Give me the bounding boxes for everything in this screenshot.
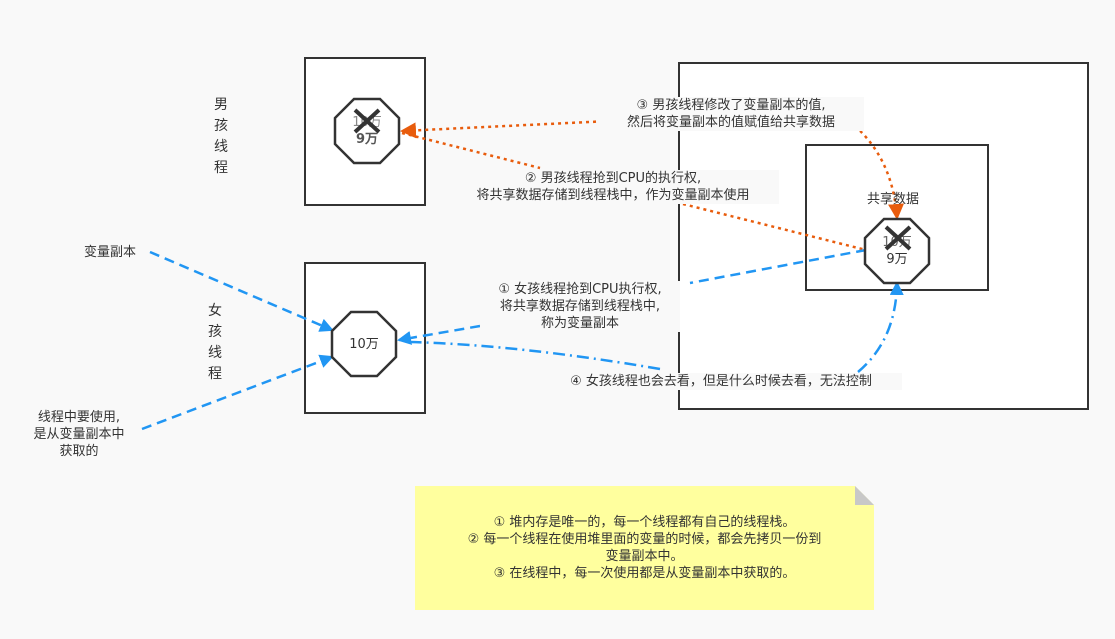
note-line: ② 每一个线程在使用堆里面的变量的时候，都会先拷贝一份到 bbox=[467, 532, 822, 547]
girl-copy-octagon bbox=[330, 310, 398, 378]
step1-arrow bbox=[397, 324, 481, 345]
step4-label: ④ 女孩线程也会去看，但是什么时候去看，无法控制 bbox=[540, 373, 902, 390]
step4-curve-left bbox=[409, 340, 661, 371]
girl-thread-label: 女孩线程 bbox=[208, 303, 222, 382]
step4-arrow-up bbox=[857, 281, 904, 373]
note-line: ① 堆内存是唯一的，每一个线程都有自己的线程栈。 bbox=[493, 515, 796, 530]
x-mark-icon bbox=[353, 108, 381, 134]
step2-label: ② 男孩线程抢到CPU的执行权, 将共享数据存储到线程栈中，作为变量副本使用 bbox=[447, 170, 779, 204]
note-line: 变量副本中。 bbox=[605, 549, 684, 564]
step2-line-lower bbox=[682, 202, 867, 252]
step1-label: ① 女孩线程抢到CPU执行权, 将共享数据存储到线程栈中, 称为变量副本 bbox=[480, 281, 680, 332]
shared-new-value: 9万 bbox=[886, 252, 908, 267]
variable-copy-arrow bbox=[149, 250, 334, 332]
shared-data-octagon bbox=[863, 217, 931, 285]
boy-copy-octagon bbox=[333, 97, 401, 165]
step3-label: ③ 男孩线程修改了变量副本的值, 然后将变量副本的值赋值给共享数据 bbox=[598, 97, 864, 131]
step1-line-upper bbox=[689, 248, 867, 285]
step3-arrow-to-shared bbox=[854, 125, 905, 220]
step3-arrow-to-boy bbox=[400, 119, 611, 139]
usage-arrow bbox=[141, 354, 334, 431]
step2-line-upper bbox=[401, 131, 541, 170]
boy-thread-label: 男孩线程 bbox=[214, 97, 228, 176]
x-mark-icon bbox=[884, 225, 912, 251]
shared-data-label: 共享数据 bbox=[867, 192, 920, 207]
note-line: ③ 在线程中，每一次使用都是从变量副本中获取的。 bbox=[493, 566, 796, 581]
girl-copy-value: 10万 bbox=[349, 337, 379, 352]
summary-note bbox=[415, 486, 874, 610]
boy-new-value: 9万 bbox=[355, 132, 379, 147]
usage-label: 线程中要使用, 是从变量副本中 获取的 bbox=[26, 409, 132, 460]
variable-copy-label: 变量副本 bbox=[84, 245, 137, 260]
summary-note-text: ① 堆内存是唯一的，每一个线程都有自己的线程栈。 ② 每一个线程在使用堆里面的变… bbox=[415, 514, 874, 582]
